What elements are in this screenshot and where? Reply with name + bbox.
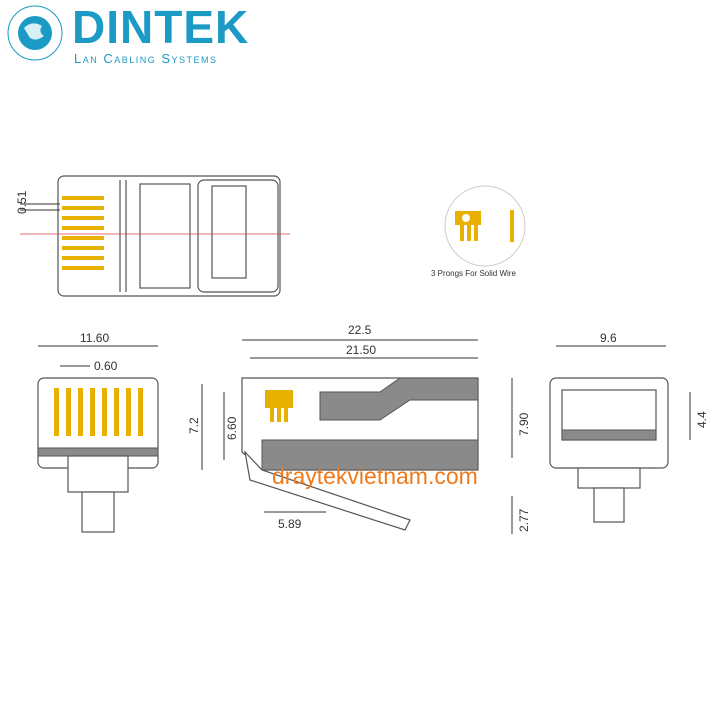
globe-seal-icon	[7, 5, 63, 61]
dim-rear-width: 9.6	[600, 331, 617, 345]
front-view: 11.60 0.60	[37, 331, 159, 533]
dim-length-total: 22.5	[348, 323, 372, 337]
watermark: draytekvietnam.com	[272, 463, 478, 489]
dim-front-width: 11.60	[80, 331, 109, 345]
side-view: 22.5 21.50 7.2 6.60 7.90 5.89 2.77	[187, 323, 531, 534]
dim-height-b: 6.60	[225, 416, 239, 440]
top-view: 0.51	[15, 175, 290, 297]
dim-rear-opening: 4.4	[695, 411, 709, 428]
logo-subtitle: Lan Cabling Systems	[74, 51, 218, 66]
dim-height-c: 7.90	[517, 412, 531, 436]
dim-length-body: 21.50	[346, 343, 376, 357]
prong-caption: 3 Prongs For Solid Wire	[431, 269, 516, 278]
prong-detail: 3 Prongs For Solid Wire	[431, 185, 526, 278]
logo-title: DINTEK	[72, 1, 250, 53]
dim-height-a: 7.2	[187, 417, 201, 434]
dim-front-pin: 0.60	[94, 359, 118, 373]
dim-latch-offset: 5.89	[278, 517, 302, 531]
dim-latch-height: 2.77	[517, 508, 531, 532]
rear-view: 9.6 4.4	[549, 331, 709, 523]
dim-pin-pitch: 0.51	[15, 190, 29, 214]
